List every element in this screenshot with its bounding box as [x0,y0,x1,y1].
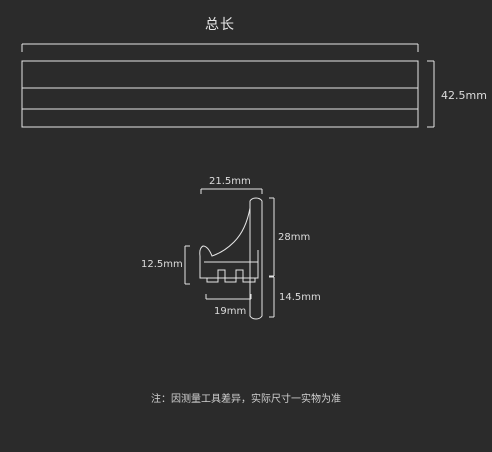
top-width-bracket [200,188,263,194]
total-length-label: 总长 [205,17,235,33]
right-upper-bracket [269,197,275,277]
measurement-note: 注：因测量工具差异，实际尺寸一实物为准 [151,394,341,405]
profile-top-view [21,60,419,128]
bottom-width-label: 19mm [214,306,247,317]
right-lower-bracket [269,276,275,318]
profile-cross-section [199,197,263,320]
height-label: 42.5mm [441,89,487,102]
height-bracket [427,60,435,128]
top-width-label: 21.5mm [209,176,251,187]
left-height-label: 12.5mm [141,259,183,270]
left-height-bracket [184,245,190,285]
bottom-width-bracket [205,294,252,300]
total-length-bracket [21,43,419,52]
right-lower-label: 14.5mm [279,292,321,303]
right-upper-label: 28mm [278,232,311,243]
